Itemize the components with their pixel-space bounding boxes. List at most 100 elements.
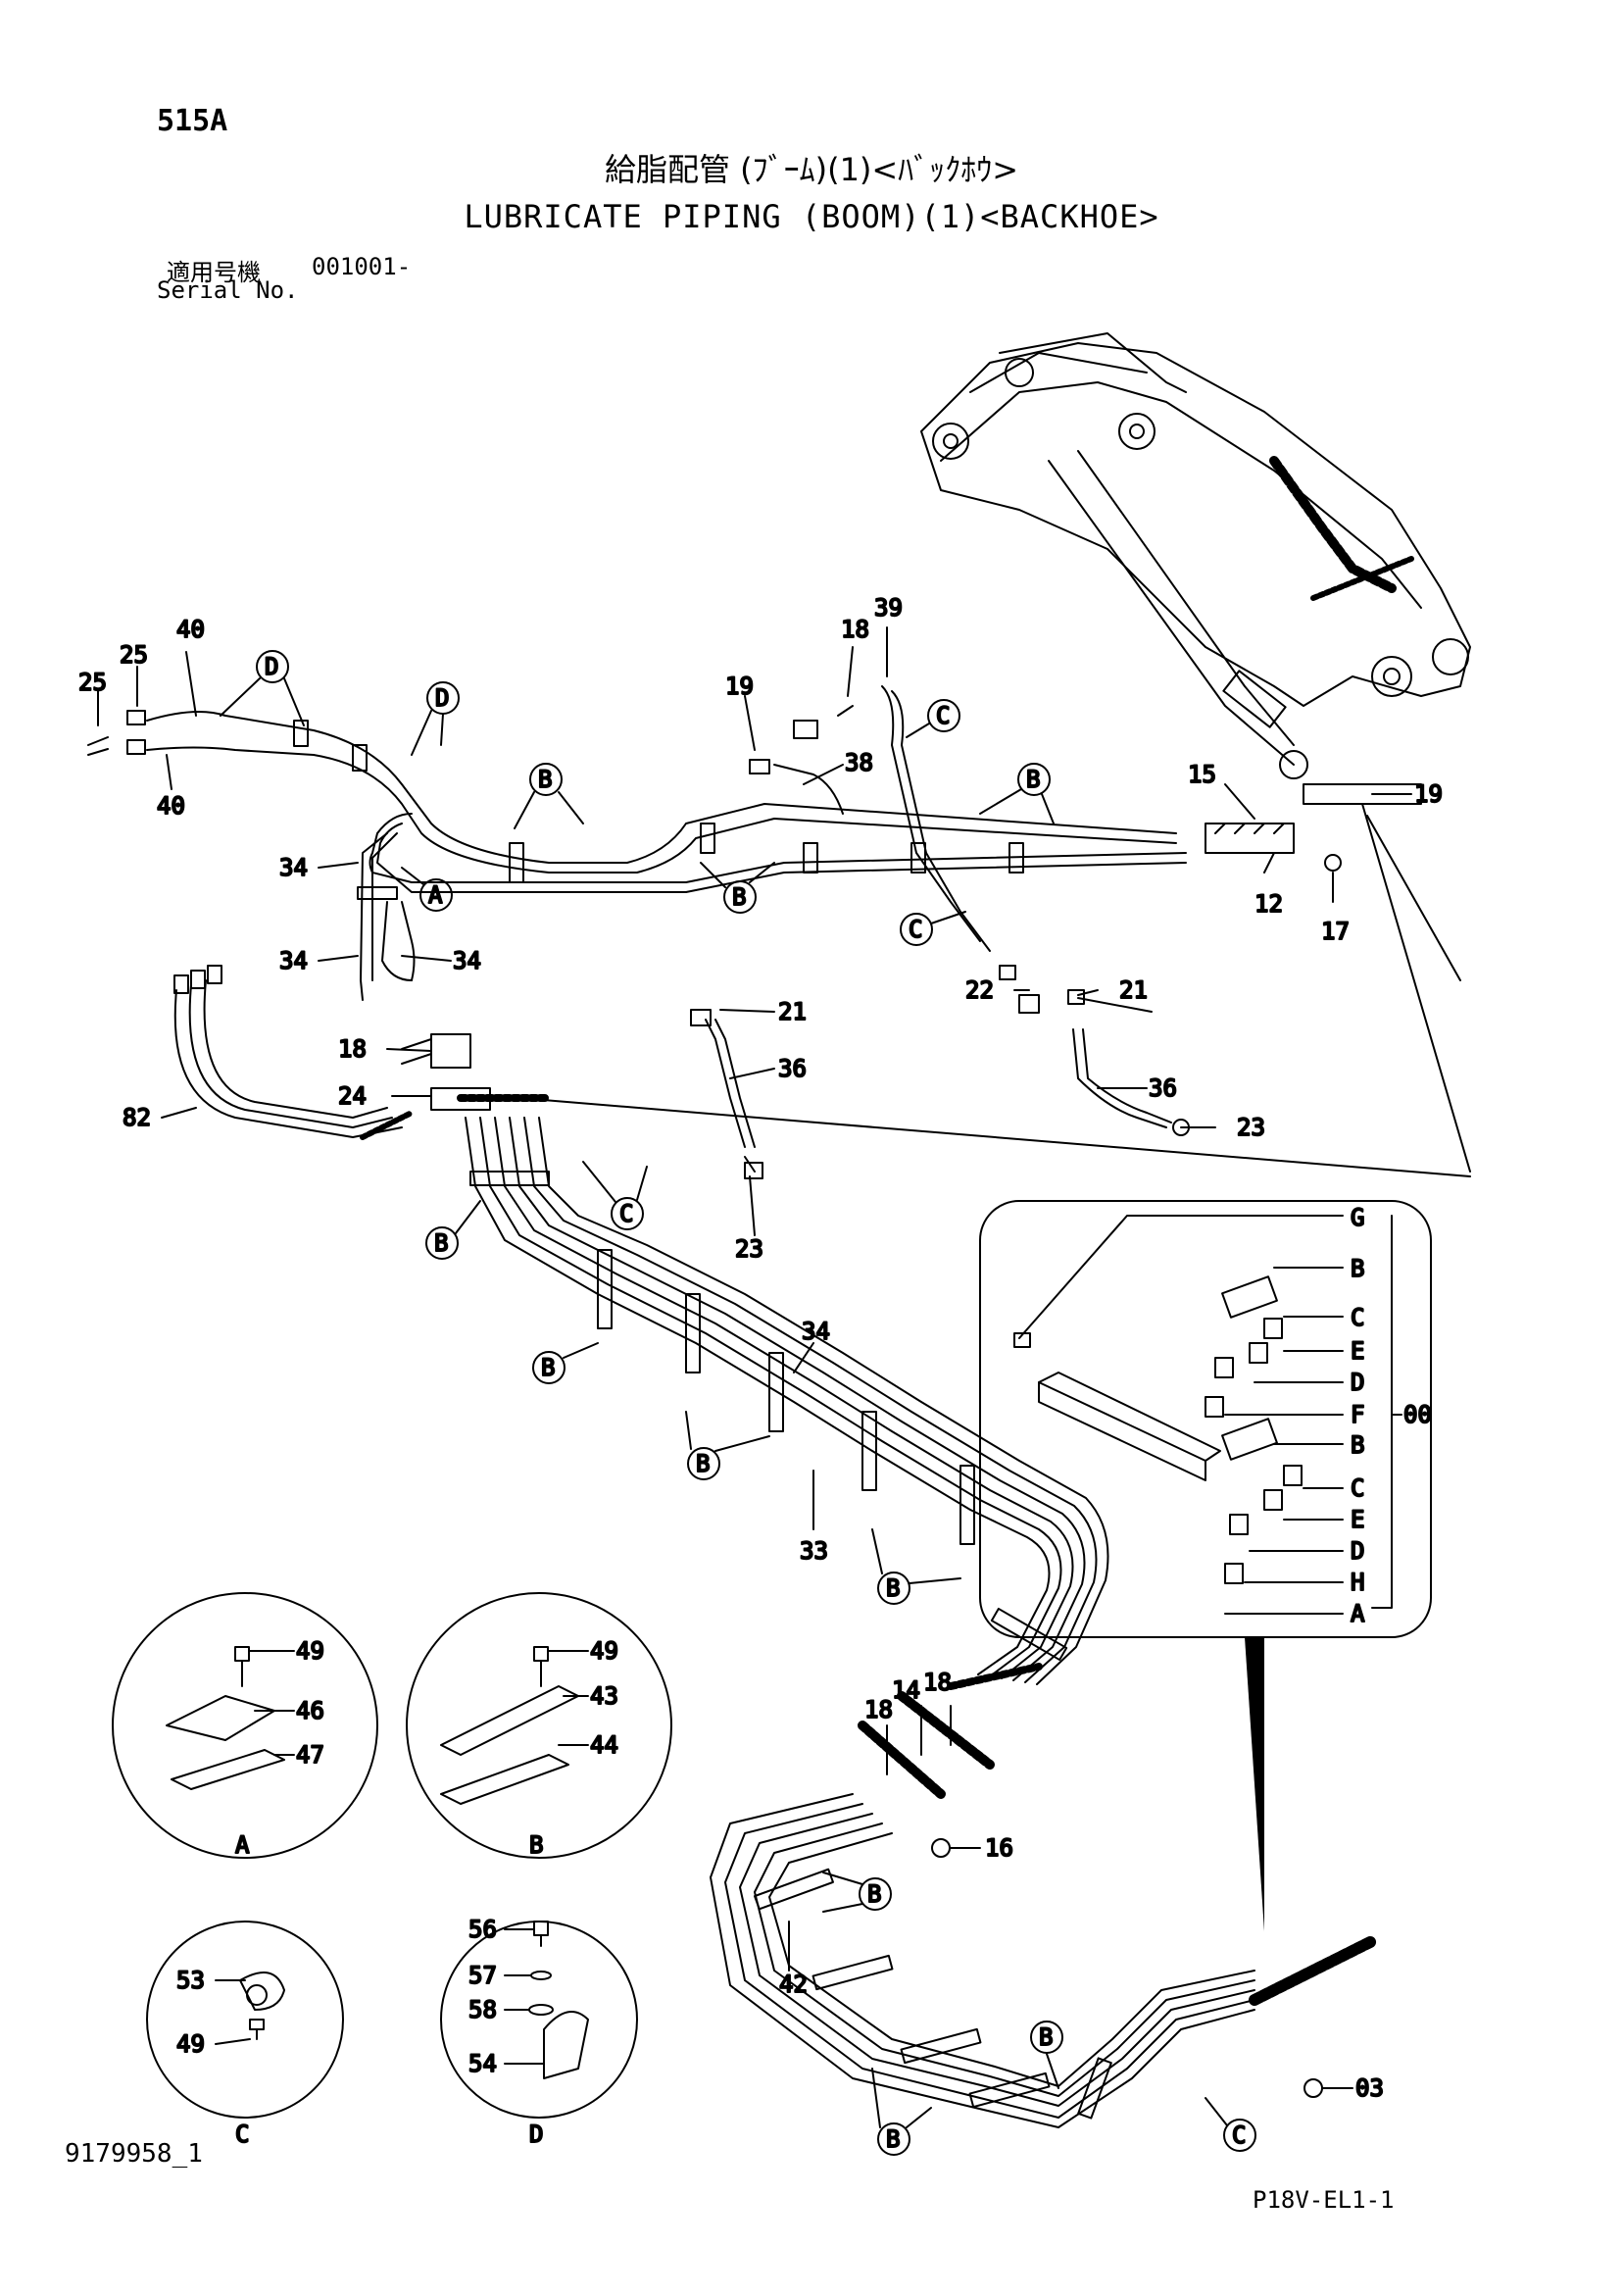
callout-43: 43	[590, 1682, 618, 1710]
boom-illustration	[920, 332, 1471, 779]
detail-label-a: A	[235, 1831, 250, 1859]
manifold-letter-c2: C	[1351, 1474, 1364, 1502]
svg-text:B: B	[1039, 2023, 1053, 2051]
marker-d1: D	[220, 650, 305, 726]
manifold-letter-d2: D	[1351, 1537, 1364, 1565]
marker-b5: B	[532, 1342, 599, 1384]
marker-a1: A	[401, 867, 453, 912]
callout-58: 58	[468, 1996, 497, 2023]
callout-00: 00	[1403, 1401, 1432, 1428]
callout-49b: 49	[590, 1637, 618, 1665]
reference-line	[518, 1097, 1471, 1177]
leader-lines	[97, 626, 1412, 2089]
callout-34b: 34	[279, 947, 308, 974]
callout-23b: 23	[735, 1235, 763, 1263]
marker-b9: B	[1030, 2021, 1063, 2089]
svg-text:B: B	[538, 766, 552, 793]
manifold-letter-e2: E	[1351, 1506, 1364, 1533]
svg-text:B: B	[434, 1229, 448, 1257]
manifold-letter-d1: D	[1351, 1369, 1364, 1396]
marker-d2: D	[411, 681, 460, 756]
marker-c1: C	[906, 699, 960, 738]
callout-25b: 25	[120, 641, 148, 669]
svg-text:D: D	[265, 653, 278, 680]
manifold-letters: G B C E D F B C E D H A 00	[1350, 1203, 1433, 1628]
serial-value: 001001-	[312, 253, 412, 280]
callout-34d: 34	[802, 1318, 830, 1345]
marker-b1: B	[514, 763, 584, 829]
page-title: LUBRICATE PIPING (BOOM)(1)<BACKHOE>	[464, 198, 1159, 235]
callout-18c: 18	[864, 1696, 893, 1723]
manifold-letter-g: G	[1351, 1204, 1364, 1231]
callout-21b: 21	[1119, 976, 1148, 1004]
callout-18d: 18	[923, 1669, 952, 1696]
callout-56: 56	[468, 1916, 497, 1943]
marker-b4: B	[425, 1200, 481, 1260]
callout-19a: 19	[725, 673, 754, 700]
svg-text:C: C	[909, 916, 922, 943]
serial-label-japanese: 適用号機	[167, 259, 261, 286]
svg-text:B: B	[1026, 766, 1040, 793]
svg-text:C: C	[1232, 2121, 1246, 2149]
callout-03: 03	[1355, 2074, 1384, 2102]
svg-text:B: B	[541, 1354, 555, 1381]
svg-text:A: A	[428, 881, 443, 909]
callout-15: 15	[1188, 761, 1216, 788]
detail-pointer	[1245, 1637, 1264, 1931]
callout-19b: 19	[1414, 780, 1443, 808]
page-title-japanese: 給脂配管 (ﾌﾞｰﾑ)(1)<ﾊﾞｯｸﾎｳ>	[604, 151, 1019, 188]
manifold-letter-b2: B	[1351, 1431, 1364, 1459]
callout-18a: 18	[841, 616, 869, 643]
callout-49c: 49	[176, 2030, 205, 2058]
callout-53: 53	[176, 1967, 205, 1994]
svg-text:C: C	[936, 702, 950, 729]
page-number: 515A	[157, 104, 228, 138]
manifold-letter-a: A	[1351, 1600, 1365, 1627]
svg-text:B: B	[732, 883, 746, 911]
manifold-letter-f: F	[1351, 1401, 1364, 1428]
callout-22: 22	[965, 976, 994, 1004]
detail-view-d: 56 57 58 54 D	[440, 1915, 638, 2149]
callout-17: 17	[1321, 918, 1350, 945]
callout-36a: 36	[778, 1055, 807, 1082]
serial-label: Serial No.	[157, 276, 299, 304]
detail-label-d: D	[529, 2121, 543, 2148]
callout-21a: 21	[778, 998, 807, 1025]
svg-text:B: B	[886, 1574, 900, 1602]
callout-57: 57	[468, 1962, 497, 1989]
svg-text:D: D	[435, 684, 449, 712]
callout-14: 14	[892, 1676, 920, 1704]
manifold-letter-h: H	[1351, 1569, 1364, 1596]
reference-line-2	[1361, 803, 1471, 1173]
detail-label-c: C	[235, 2121, 249, 2148]
manifold-detail-box	[979, 1200, 1432, 1638]
callout-44: 44	[590, 1731, 618, 1759]
circle-markers: D D B B B A C C B C B B B B B B C	[220, 650, 1256, 2156]
callout-42: 42	[779, 1971, 808, 1998]
callout-46: 46	[296, 1697, 324, 1724]
marker-c2: C	[900, 911, 966, 946]
callout-82: 82	[123, 1104, 151, 1131]
detail-view-b: 49 43 44 B	[406, 1592, 672, 1860]
reference-line-3	[1366, 815, 1461, 981]
detail-view-c: 53 49 C	[146, 1921, 344, 2149]
marker-b8: B	[822, 1872, 892, 1913]
callout-16: 16	[985, 1834, 1013, 1862]
detail-label-b: B	[529, 1831, 543, 1859]
callout-18b: 18	[338, 1035, 367, 1063]
detail-view-a: 49 46 47 A	[112, 1592, 378, 1860]
callout-25a: 25	[78, 669, 107, 696]
svg-text:C: C	[619, 1200, 633, 1227]
callout-39: 39	[874, 594, 903, 622]
marker-c4: C	[1205, 2097, 1256, 2152]
lower-hose-bundle	[457, 1094, 1109, 1690]
marker-b10: B	[871, 2068, 932, 2156]
hose-36-assembly	[690, 1009, 763, 1179]
manifold-letter-e1: E	[1351, 1337, 1364, 1365]
sheet-code: P18V-EL1-1	[1253, 2186, 1395, 2214]
manifold-letter-b1: B	[1351, 1255, 1364, 1282]
document-id: 9179958_1	[65, 2139, 203, 2169]
callout-23a: 23	[1237, 1114, 1265, 1141]
callout-54: 54	[468, 2050, 497, 2077]
part-callouts: 25 25 40 40 18 39 19 38 15 19 12 17 34 3…	[77, 593, 1444, 2103]
